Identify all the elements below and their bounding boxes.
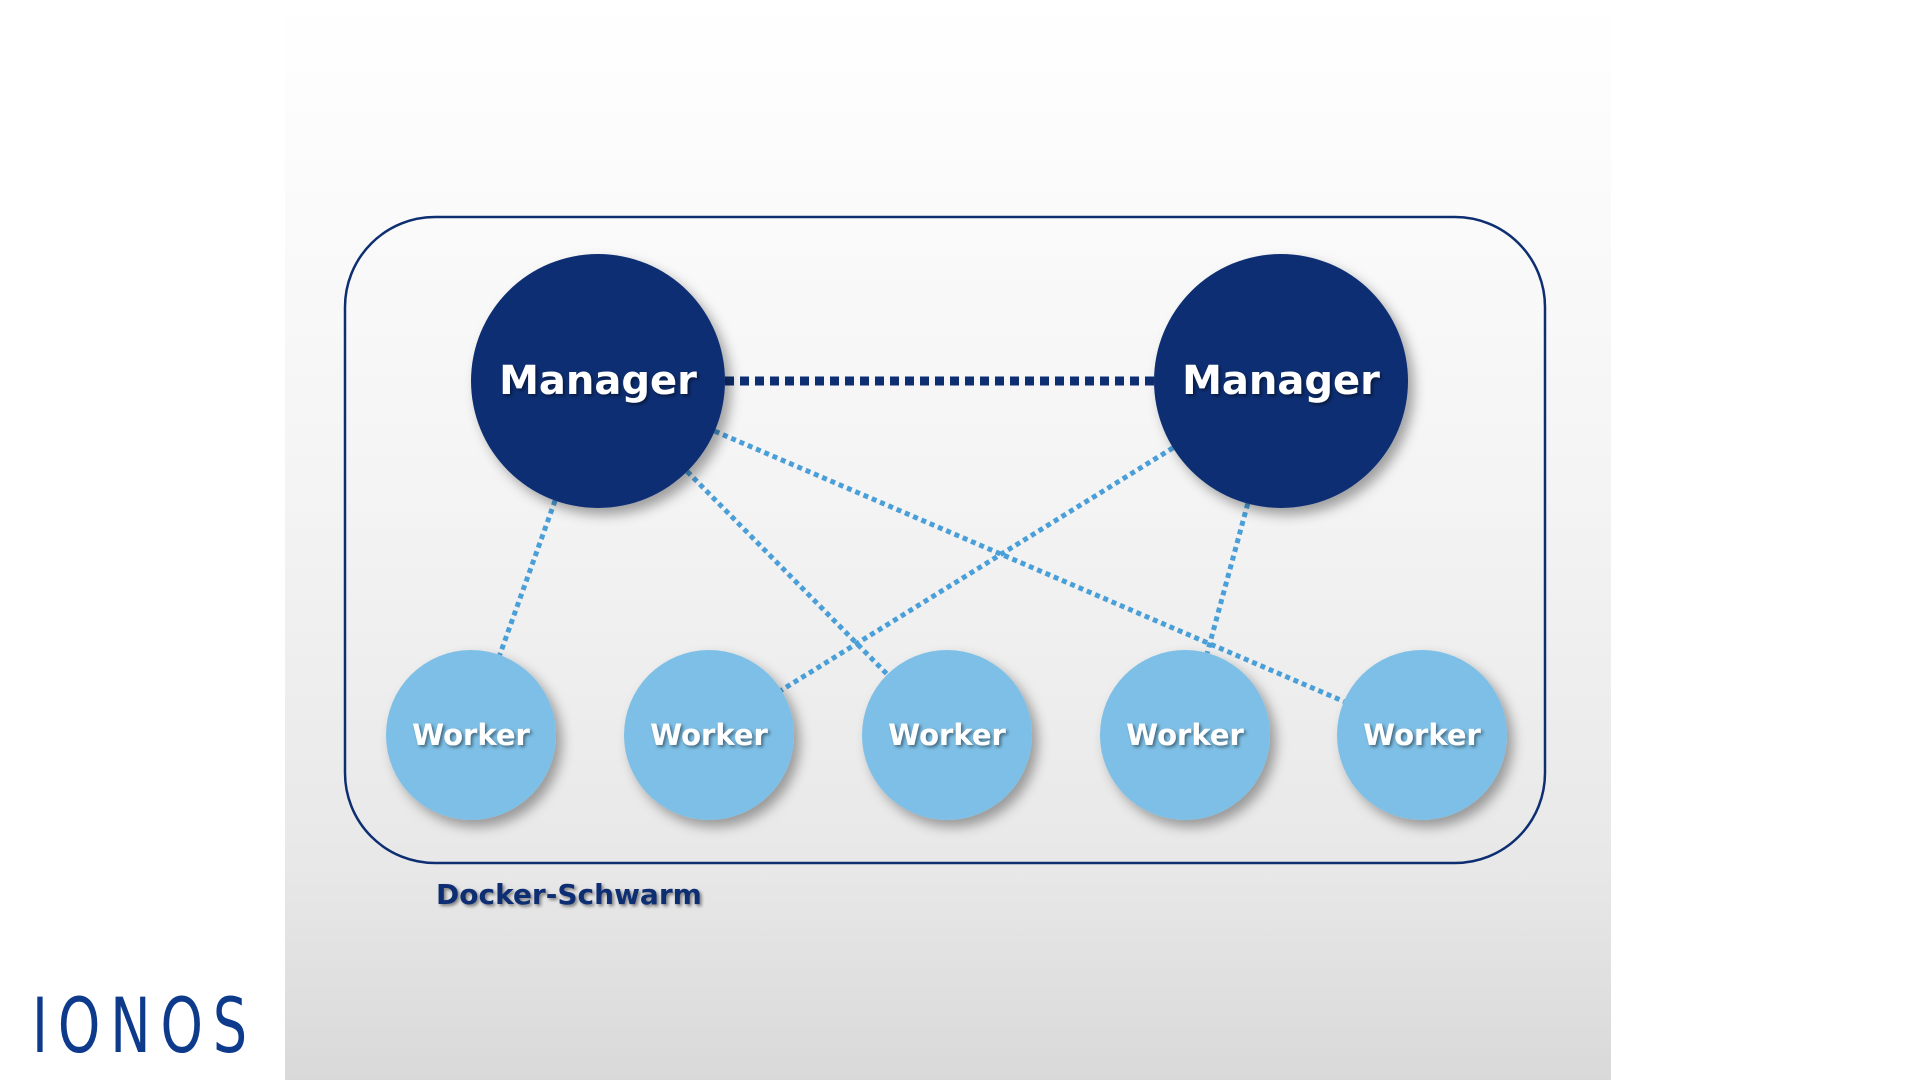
- swarm-frame: [343, 215, 1547, 865]
- edges-group: [497, 376, 1345, 704]
- worker-label: Worker: [1363, 718, 1481, 752]
- worker-node: Worker: [862, 650, 1032, 820]
- worker-label: Worker: [412, 718, 530, 752]
- worker-link-line: [779, 445, 1175, 693]
- worker-circle: [624, 650, 794, 820]
- worker-circle: [1100, 650, 1270, 820]
- slide-panel: [285, 0, 1611, 1080]
- worker-node: Worker: [624, 650, 794, 820]
- ionos-logo: IONOS: [32, 988, 257, 1060]
- logo-text: IONOS: [32, 988, 257, 1060]
- worker-circle: [862, 650, 1032, 820]
- diagram-caption: Docker-Schwarm: [436, 878, 702, 911]
- manager-node: Manager: [471, 254, 725, 508]
- worker-node: Worker: [1337, 650, 1507, 820]
- manager-label: Manager: [1182, 358, 1380, 404]
- worker-label: Worker: [650, 718, 768, 752]
- worker-label: Worker: [888, 718, 1006, 752]
- worker-circle: [1337, 650, 1507, 820]
- worker-link-line: [1204, 502, 1251, 654]
- manager-circle: [471, 254, 725, 508]
- worker-link-line: [685, 469, 890, 677]
- worker-node: Worker: [386, 650, 556, 820]
- manager-label: Manager: [499, 358, 697, 404]
- worker-link-line: [497, 499, 558, 656]
- worker-node: Worker: [1100, 650, 1270, 820]
- manager-node: Manager: [1154, 254, 1408, 508]
- worker-link-line: [713, 428, 1345, 704]
- manager-circle: [1154, 254, 1408, 508]
- worker-circle: [386, 650, 556, 820]
- worker-label: Worker: [1126, 718, 1244, 752]
